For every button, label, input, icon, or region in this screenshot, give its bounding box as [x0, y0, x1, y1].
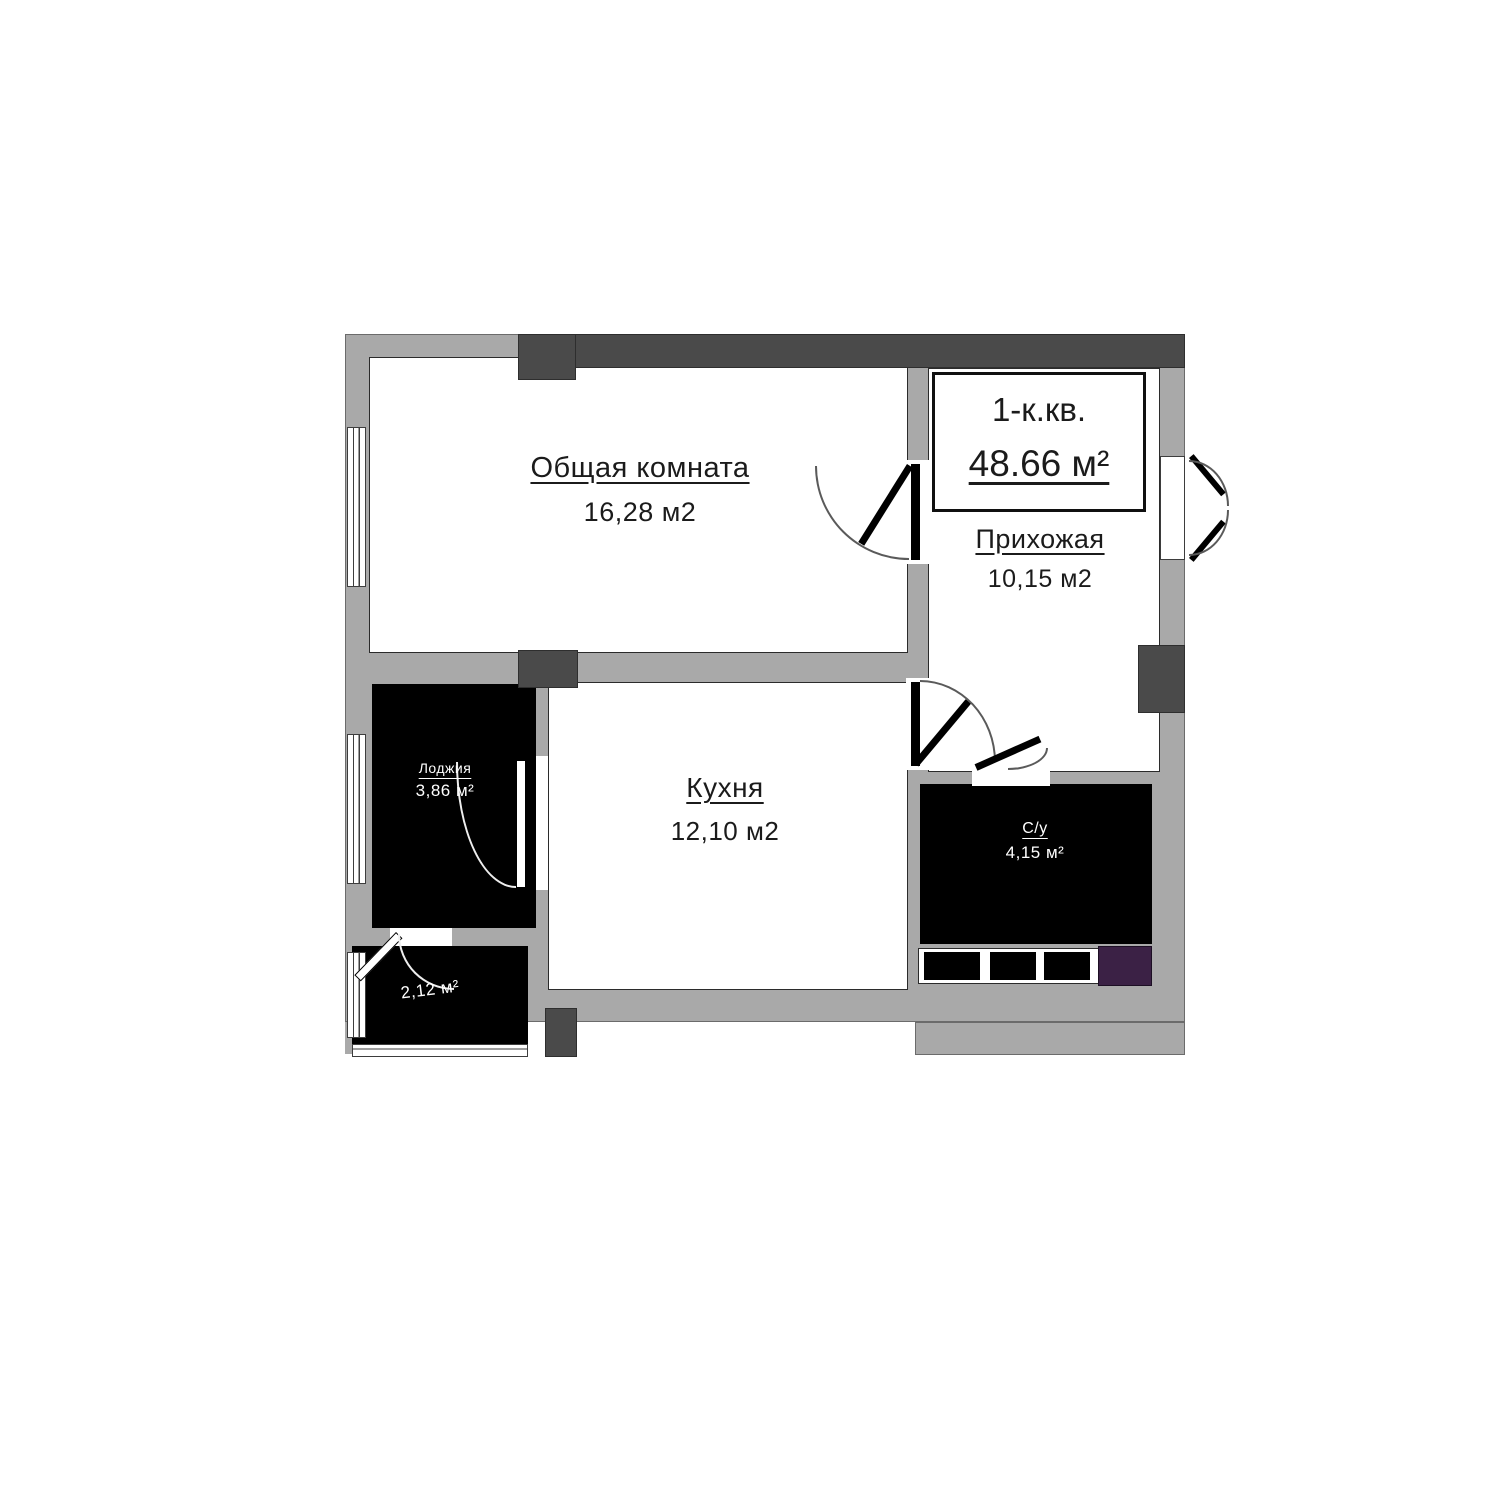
door-opening — [972, 770, 1050, 786]
room-area: 3,86 м² — [415, 781, 475, 800]
window-living-left — [347, 427, 366, 587]
window-loggia-left — [347, 734, 366, 884]
room-kitchen — [548, 682, 908, 990]
room-bathroom — [920, 784, 1152, 944]
room-name: С/у — [1022, 820, 1048, 837]
label-loggia: Лоджия 3,86 м² — [380, 760, 510, 801]
wall-bottom-right — [915, 1022, 1185, 1055]
door-opening — [536, 756, 548, 890]
wall-top-dark — [518, 334, 1185, 368]
shaft-segment — [1044, 952, 1090, 980]
room-area: 16,28 м2 — [583, 497, 697, 527]
title-box: 1-к.кв. 48.66 м² — [932, 372, 1146, 512]
apartment-type-label: 1-к.кв. — [991, 391, 1087, 428]
total-area-label: 48.66 м² — [968, 443, 1110, 484]
door-leaf — [516, 760, 526, 888]
room-area: 12,10 м2 — [670, 816, 780, 846]
label-hall: Прихожая 10,15 м2 — [930, 524, 1150, 594]
label-living: Общая комната 16,28 м2 — [480, 452, 800, 528]
window-balcony-bottom — [352, 1044, 528, 1057]
wall-block-top-left — [518, 334, 576, 380]
wall-block-middle — [518, 650, 578, 688]
room-living — [369, 357, 908, 653]
room-area: 10,15 м2 — [987, 565, 1093, 593]
shaft-segment — [924, 952, 980, 980]
door-slab — [911, 464, 920, 560]
shaft-segment — [990, 952, 1036, 980]
door-swing-arc — [1189, 510, 1229, 556]
wall-block-bottom — [545, 1008, 577, 1057]
label-kitchen: Кухня 12,10 м2 — [600, 772, 850, 847]
duct-purple — [1098, 946, 1152, 986]
door-swing-arc — [1189, 460, 1229, 506]
wall-block-right — [1138, 645, 1185, 713]
label-bathroom: С/у 4,15 м² — [950, 820, 1120, 863]
room-name: Общая комната — [530, 452, 750, 484]
door-opening — [1160, 456, 1185, 560]
door-slab — [911, 682, 920, 766]
room-area: 4,15 м² — [1005, 843, 1065, 862]
room-name: Кухня — [686, 772, 764, 803]
room-name: Лоджия — [418, 760, 472, 776]
room-name: Прихожая — [975, 524, 1105, 554]
wall-left-stub — [345, 1022, 352, 1054]
